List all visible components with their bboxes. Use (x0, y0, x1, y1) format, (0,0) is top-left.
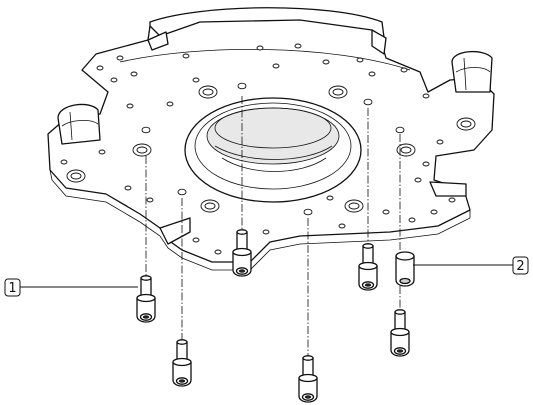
callout-2: 2 (413, 256, 529, 275)
socket-head-screw (172, 339, 192, 387)
callout-1-label: 1 (8, 281, 16, 296)
small-holes (60, 43, 456, 255)
socket-head-screw (232, 229, 252, 277)
callout-1: 1 (4, 278, 138, 297)
socket-head-screw (136, 275, 156, 323)
mounting-plate (47, 7, 495, 271)
socket-head-screws (136, 229, 410, 403)
callout-2-label: 2 (516, 259, 524, 274)
socket-head-screw (298, 355, 318, 403)
dowel-pin (395, 251, 415, 287)
assembly-axes (145, 96, 401, 356)
socket-head-screw (390, 309, 410, 357)
counterbore-holes (66, 85, 476, 213)
socket-head-screw (358, 243, 378, 291)
